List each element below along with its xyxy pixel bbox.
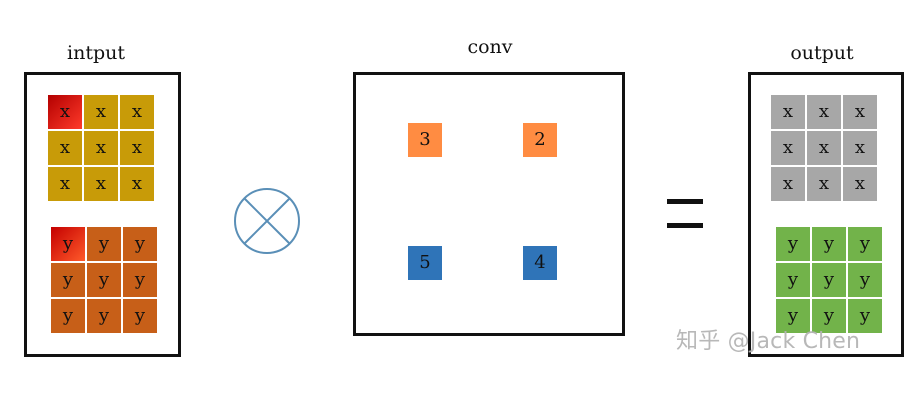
input-y-cell: y (87, 263, 121, 297)
kernel-cell: 4 (523, 246, 557, 280)
output-x-cell: x (843, 167, 877, 201)
input-y-cell: y (87, 227, 121, 261)
output-x-cell: x (843, 95, 877, 129)
input-y-cell: y (87, 299, 121, 333)
input-x-cell: x (48, 95, 82, 129)
output-x-cell: x (807, 167, 841, 201)
input-y-cell: y (123, 299, 157, 333)
input-y-cell: y (51, 227, 85, 261)
input-x-cell: x (84, 131, 118, 165)
output-x-cell: x (771, 167, 805, 201)
output-y-cell: y (848, 299, 882, 333)
output-y-cell: y (776, 263, 810, 297)
output-x-cell: x (771, 95, 805, 129)
output-x-cell: x (771, 131, 805, 165)
input-x-cell: x (120, 131, 154, 165)
output-panel: x x x x x x x x x y y y y y y y y y (748, 72, 904, 357)
circle-x-icon (234, 188, 300, 254)
output-title: output (790, 42, 854, 64)
output-y-cell: y (848, 227, 882, 261)
input-y-grid: y y y y y y y y y (51, 227, 157, 333)
output-y-grid: y y y y y y y y y (776, 227, 882, 333)
input-panel: x x x x x x x x x y y y y y y y y y (24, 72, 181, 357)
input-x-cell: x (48, 131, 82, 165)
output-y-cell: y (776, 299, 810, 333)
input-y-cell: y (51, 263, 85, 297)
equals-icon (667, 199, 703, 228)
input-y-cell: y (123, 227, 157, 261)
input-x-cell: x (84, 167, 118, 201)
input-x-grid: x x x x x x x x x (48, 95, 154, 201)
input-x-cell: x (120, 167, 154, 201)
output-x-cell: x (807, 131, 841, 165)
kernel-cell: 5 (408, 246, 442, 280)
input-y-cell: y (123, 263, 157, 297)
conv-panel: 3 2 5 4 (353, 72, 625, 336)
input-title: intput (67, 42, 125, 64)
input-x-cell: x (84, 95, 118, 129)
output-y-cell: y (812, 299, 846, 333)
output-y-cell: y (776, 227, 810, 261)
output-y-cell: y (812, 263, 846, 297)
input-x-cell: x (48, 167, 82, 201)
kernel-cell: 3 (408, 123, 442, 157)
input-y-cell: y (51, 299, 85, 333)
output-x-cell: x (843, 131, 877, 165)
conv-title: conv (467, 36, 513, 58)
output-x-grid: x x x x x x x x x (771, 95, 877, 201)
output-x-cell: x (807, 95, 841, 129)
input-x-cell: x (120, 95, 154, 129)
output-y-cell: y (812, 227, 846, 261)
output-y-cell: y (848, 263, 882, 297)
kernel-cell: 2 (523, 123, 557, 157)
